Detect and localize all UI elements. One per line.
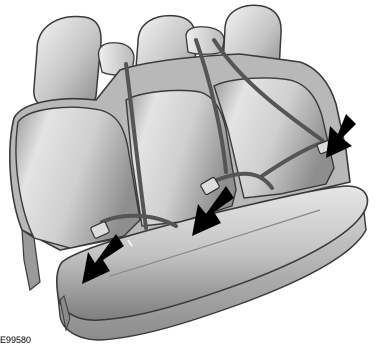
- seat-backrest-left: [16, 107, 140, 248]
- belt-anchor-cover-right: [186, 27, 224, 54]
- figure-reference-code: E99580: [0, 336, 31, 345]
